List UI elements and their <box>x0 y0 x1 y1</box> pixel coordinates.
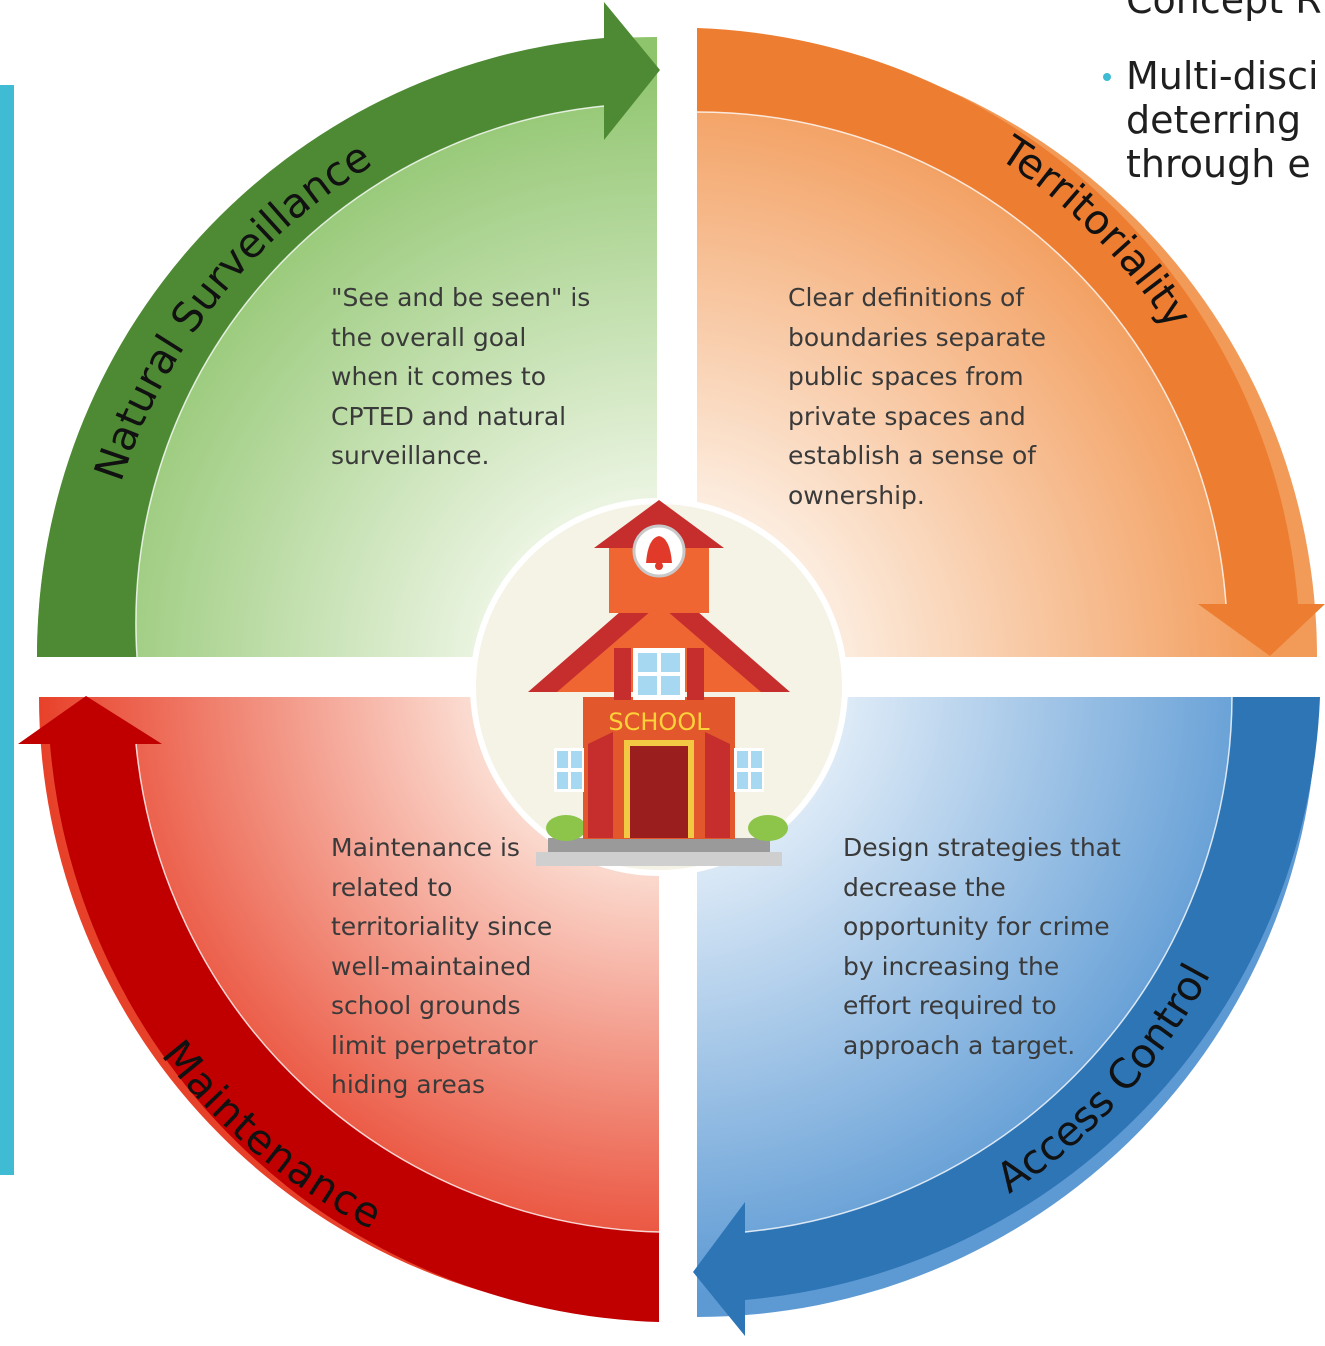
quadrant-natural-surveillance <box>36 2 660 658</box>
maintenance-text-line: Maintenance is <box>331 833 520 862</box>
access-control-arrow <box>693 697 1320 1336</box>
right-door-panel <box>705 732 730 838</box>
maintenance-text-line: well-maintained <box>331 951 532 981</box>
bullet-icon <box>1103 73 1111 81</box>
slide-text-bullet-line-2: deterring <box>1126 98 1302 142</box>
access-control-text-line: by increasing the <box>843 951 1060 981</box>
slide-accent-bar <box>0 85 14 1175</box>
natural-surveillance-description: "See and be seen" is the overall goal wh… <box>331 278 590 476</box>
natural-surveillance-text-line: surveillance. <box>331 441 490 470</box>
school-building-icon: SCHOOL <box>470 498 848 876</box>
maintenance-text-line: school grounds <box>331 991 521 1020</box>
territoriality-fill <box>697 37 1317 657</box>
bell-icon <box>646 536 672 563</box>
access-control-guide-curve <box>744 696 1233 1233</box>
school-door <box>630 746 688 838</box>
territoriality-text-line: private spaces and <box>788 401 1026 431</box>
access-control-text-line: effort required to <box>843 991 1057 1020</box>
natural-surveillance-fill <box>37 37 657 657</box>
territoriality-guide-curve <box>696 111 1227 605</box>
slide-text-bullet-line-3: through e <box>1126 142 1311 186</box>
natural-surveillance-guide-curve <box>135 105 605 658</box>
access-control-fill <box>697 697 1317 1317</box>
natural-surveillance-text-line: CPTED and natural <box>331 401 567 431</box>
slide-text-bullet-line-1: Multi-disci <box>1126 54 1319 98</box>
access-control-text-line: Design strategies that <box>843 833 1121 862</box>
slide-text-concept: Concept R <box>1126 0 1322 22</box>
access-control-text-line: decrease the <box>843 872 1006 902</box>
maintenance-text-line: hiding areas <box>331 1070 486 1099</box>
school-sign-board <box>596 706 722 736</box>
access-control-text-line: approach a target. <box>843 1030 1076 1060</box>
quadrant-territoriality <box>696 28 1325 657</box>
maintenance-fill <box>39 697 659 1317</box>
maintenance-text-line: limit perpetrator <box>331 1030 538 1060</box>
tower-roof <box>594 500 724 548</box>
territoriality-description: Clear definitions of boundaries separate… <box>788 278 1046 515</box>
territoriality-text-line: establish a sense of <box>788 441 1037 470</box>
access-control-text-line: opportunity for crime <box>843 912 1110 941</box>
maintenance-guide-curve <box>135 743 660 1233</box>
quadrant-access-control <box>693 696 1320 1336</box>
territoriality-arrow <box>697 28 1325 657</box>
natural-surveillance-text-line: "See and be seen" is <box>331 283 591 312</box>
school-step-top <box>548 838 770 852</box>
maintenance-text-line: related to <box>331 872 453 902</box>
bush-right <box>748 815 788 841</box>
maintenance-arrow <box>18 696 659 1322</box>
bush-left <box>546 815 586 841</box>
territoriality-text-line: ownership. <box>788 480 925 510</box>
access-control-description: Design strategies that decrease the oppo… <box>843 828 1121 1065</box>
natural-surveillance-arrow <box>36 2 660 657</box>
territoriality-text-line: public spaces from <box>788 362 1024 391</box>
school-sign-text: SCHOOL <box>608 708 710 736</box>
natural-surveillance-text-line: when it comes to <box>331 362 547 391</box>
territoriality-text-line: Clear definitions of <box>788 283 1025 312</box>
left-door-panel <box>588 732 613 838</box>
natural-surveillance-text-line: the overall goal <box>331 322 527 352</box>
maintenance-text-line: territoriality since <box>331 912 553 941</box>
school-step-bottom <box>536 852 782 866</box>
maintenance-description: Maintenance is related to territoriality… <box>331 828 552 1105</box>
territoriality-text-line: boundaries separate <box>788 322 1046 352</box>
quadrant-maintenance <box>18 696 660 1322</box>
